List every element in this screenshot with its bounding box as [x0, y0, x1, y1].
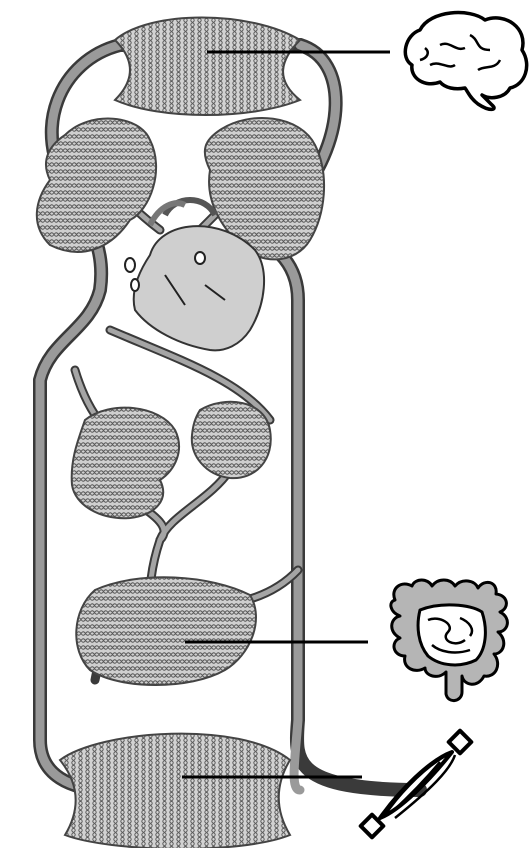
- lower-body-capillary-bed: [60, 734, 290, 848]
- head-capillary-bed: [115, 18, 300, 116]
- brain-icon: [405, 13, 526, 110]
- liver-right-capillary-bed: [192, 402, 271, 478]
- liver-left-capillary-bed: [72, 408, 179, 519]
- heart: [134, 226, 264, 350]
- intestine-icon: [391, 580, 508, 701]
- capillary-beds: [37, 18, 324, 848]
- gut-capillary-bed: [76, 577, 256, 685]
